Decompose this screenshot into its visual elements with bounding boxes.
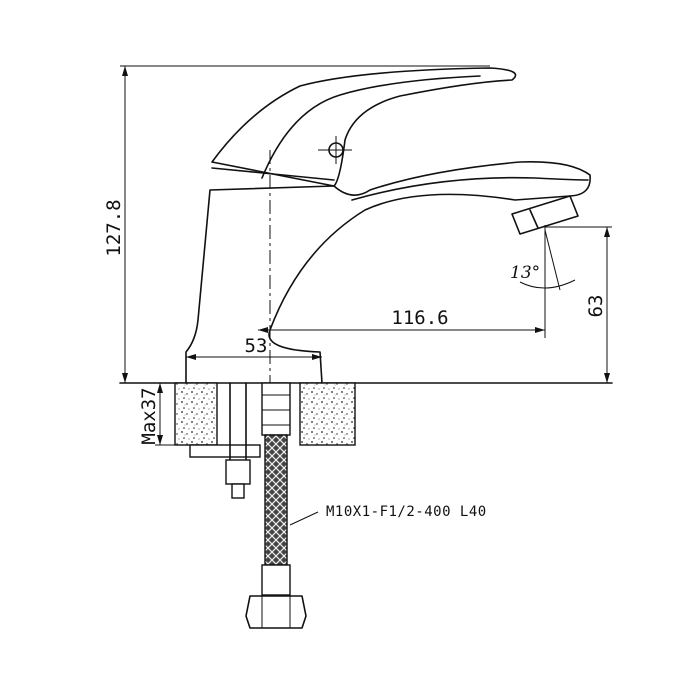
countertop-section-left bbox=[174, 382, 218, 446]
angle-spray-line bbox=[544, 229, 561, 291]
spout-height-label: 63 bbox=[585, 295, 607, 318]
handle-base-line bbox=[211, 167, 335, 181]
hose-spec-label: M10X1-F1/2-400 L40 bbox=[326, 504, 487, 520]
spout-inner-curve bbox=[351, 176, 589, 201]
base-diameter-label: 53 bbox=[245, 335, 268, 357]
faucet-body bbox=[185, 160, 591, 384]
stud-end bbox=[231, 483, 245, 499]
aerator bbox=[511, 195, 579, 235]
hose-nut bbox=[245, 595, 307, 629]
handle-lever bbox=[211, 67, 517, 187]
mounting-bracket bbox=[189, 444, 261, 458]
overall-height-label: 127.8 bbox=[103, 199, 125, 256]
braided-hose bbox=[264, 434, 288, 566]
hose-fitting-bottom bbox=[261, 564, 291, 596]
max-thickness-label: Max37 bbox=[138, 387, 160, 444]
handle-inner-line bbox=[261, 75, 481, 179]
hose-spec-leader bbox=[289, 511, 319, 526]
angle-arc bbox=[519, 279, 576, 289]
countertop-section-right bbox=[299, 382, 356, 446]
spout-angle-label: 13° bbox=[510, 263, 540, 283]
aerator-ring-line bbox=[529, 209, 539, 229]
spout-reach-label: 116.6 bbox=[391, 307, 448, 329]
stud-nut bbox=[225, 459, 251, 485]
hose-fitting-top bbox=[261, 382, 291, 436]
